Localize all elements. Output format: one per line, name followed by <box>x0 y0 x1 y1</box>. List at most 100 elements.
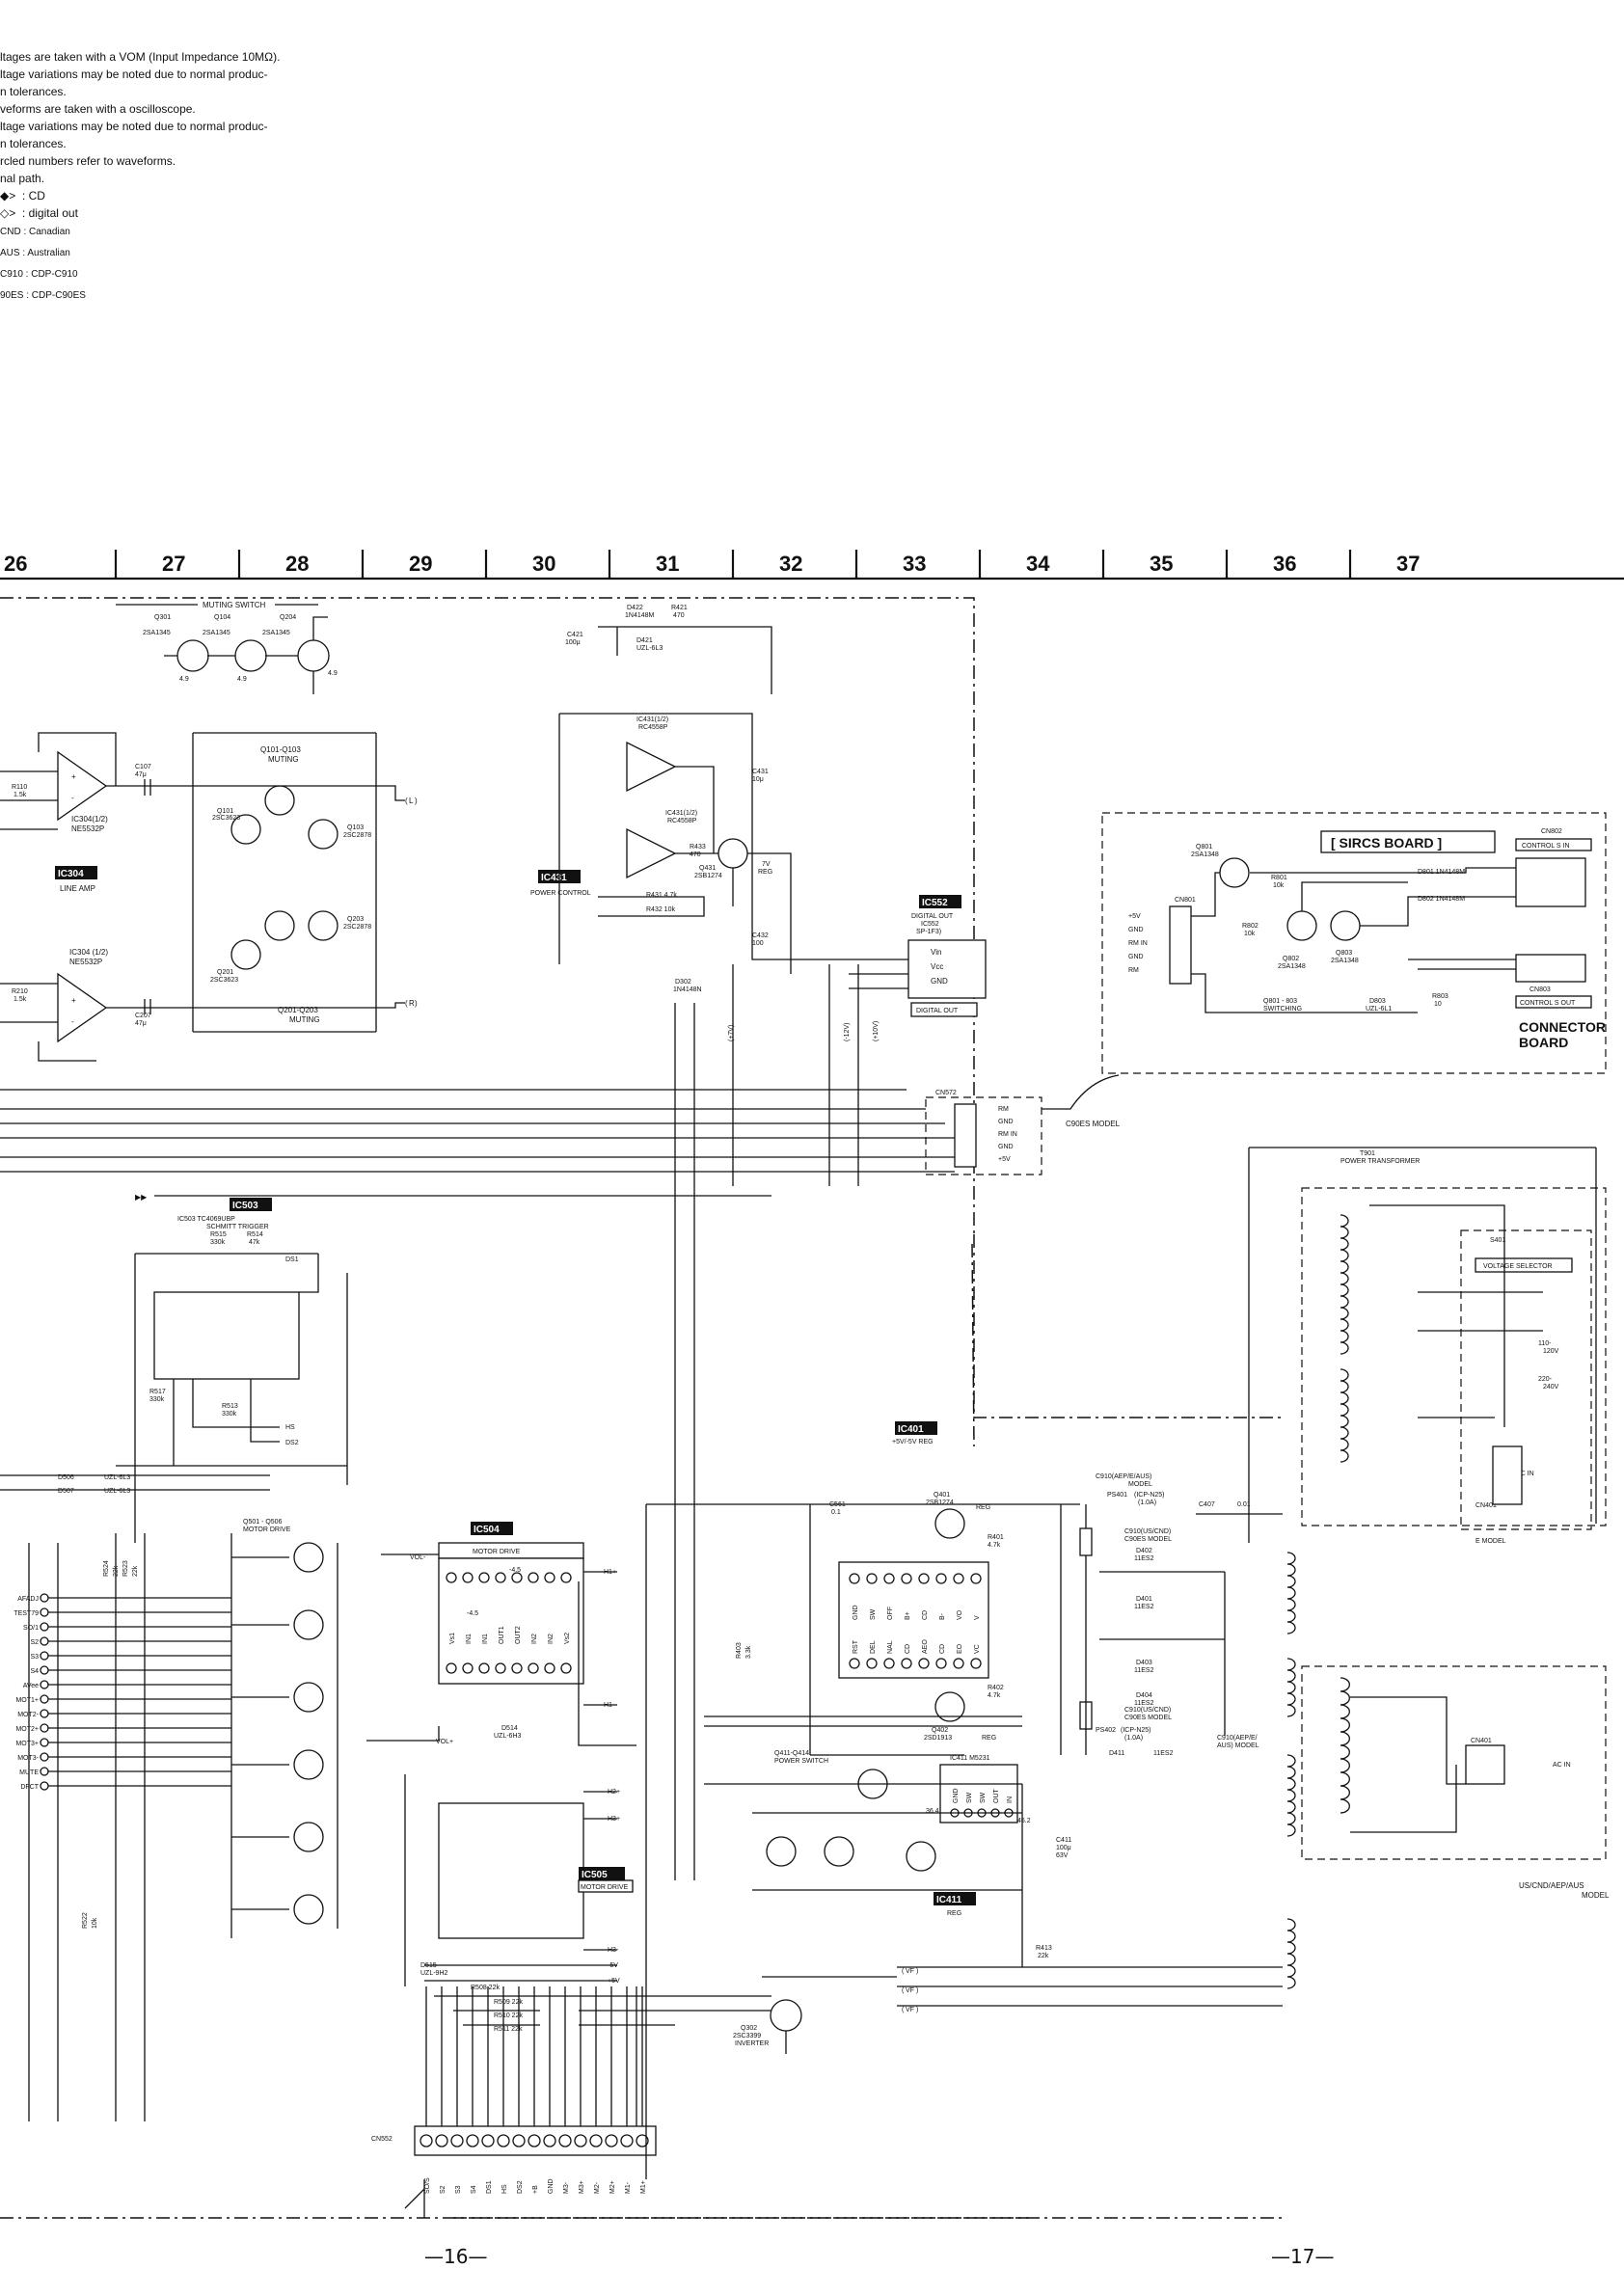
note-line: ltage variations may be noted due to nor… <box>0 68 268 81</box>
svg-text:UZL-6L1: UZL-6L1 <box>1366 1006 1392 1013</box>
ic401-pin <box>935 1658 947 1669</box>
svg-text:IC411: IC411 <box>936 1895 962 1905</box>
svg-text:Q201: Q201 <box>217 969 233 976</box>
ic304-chip-label <box>55 866 97 879</box>
ic401-pin <box>935 1573 947 1584</box>
ic401-pin-label: VC <box>974 1644 981 1654</box>
coil-turn <box>1340 1226 1349 1239</box>
ic401-pin <box>953 1658 964 1669</box>
svg-text:11ES2: 11ES2 <box>1134 1604 1154 1610</box>
transistor-q411 <box>766 1836 797 1867</box>
svg-text:C90ES MODEL: C90ES MODEL <box>1066 1120 1121 1128</box>
svg-text:LINE AMP: LINE AMP <box>60 884 95 893</box>
svg-text:Q302: Q302 <box>741 2025 757 2032</box>
c207-capacitor: C207 47μ <box>135 999 151 1027</box>
ic504-pin-label: IN1 <box>466 1634 473 1644</box>
svg-text:IC304(1/2): IC304(1/2) <box>71 815 108 824</box>
svg-text:CN401: CN401 <box>1471 1738 1492 1744</box>
ic504-pin <box>544 1662 555 1674</box>
svg-text:Q301: Q301 <box>154 614 171 621</box>
coil-turn <box>1340 1690 1350 1706</box>
svg-text:D403: D403 <box>1136 1660 1152 1666</box>
svg-text:C910(AEP/E/AUS): C910(AEP/E/AUS) <box>1096 1473 1151 1480</box>
coil-turn <box>1340 1307 1349 1320</box>
svg-text:R801: R801 <box>1271 875 1287 881</box>
ic401-pin <box>901 1573 912 1584</box>
svg-text:HS: HS <box>285 1424 295 1431</box>
svg-text:NE5532P: NE5532P <box>71 824 104 833</box>
ic401-pin-label: B- <box>939 1612 946 1620</box>
transistor-q412 <box>824 1836 854 1867</box>
cn552-pin <box>574 2134 587 2147</box>
pin-terminal <box>40 1709 49 1718</box>
svg-text:Vin: Vin <box>931 948 941 957</box>
note-line: n tolerances. <box>0 85 67 98</box>
cn552-pin-label: M2+ <box>609 2180 616 2194</box>
ic411-pin-label: SW <box>980 1792 987 1803</box>
ic401-pin-label: NAL <box>887 1640 894 1654</box>
svg-text:0.01: 0.01 <box>1237 1501 1251 1508</box>
svg-text:DS2: DS2 <box>285 1440 299 1446</box>
svg-text:10k: 10k <box>1244 931 1256 937</box>
svg-text:C411: C411 <box>1056 1837 1071 1844</box>
svg-text:-: - <box>71 794 74 802</box>
digital-arrow-icon: ◇> <box>0 206 22 220</box>
ic504-pin <box>478 1662 490 1674</box>
svg-text:IC503 TC4069UBP: IC503 TC4069UBP <box>177 1216 235 1223</box>
cn552-body <box>414 2125 657 2156</box>
svg-text:(ICP-N25): (ICP-N25) <box>1134 1492 1165 1499</box>
ic401-pin-label: VO <box>957 1609 963 1620</box>
svg-text:CN552: CN552 <box>371 2136 392 2143</box>
ic401-regulator: IC401 +5V/-5V REG GNDRSTSWDELOFFNALB+CDC… <box>645 1421 1080 2179</box>
pin-terminal <box>40 1781 49 1791</box>
pin-terminal <box>40 1767 49 1776</box>
cd-signal-arrow-icon: ▶▶ <box>135 1193 148 1202</box>
ic401-pin <box>849 1658 860 1669</box>
svg-text:Q431: Q431 <box>699 865 716 872</box>
transistor-q431 <box>717 838 748 869</box>
svg-text:T901: T901 <box>1360 1150 1375 1157</box>
transistor-q201 <box>230 939 261 970</box>
svg-text:DS1: DS1 <box>285 1256 299 1263</box>
coil-turn <box>1340 1249 1349 1262</box>
pin-label: AVee <box>23 1683 39 1689</box>
ic505-chip-label <box>579 1867 625 1880</box>
svg-text:REG: REG <box>982 1735 996 1742</box>
svg-text:R515: R515 <box>210 1231 227 1238</box>
secondary-coils <box>1286 1552 1296 1989</box>
page-number-right: —17— <box>1271 2245 1335 2268</box>
transistor-q204 <box>297 639 330 672</box>
transistor-q401 <box>934 1508 965 1539</box>
coil-turn <box>1340 1798 1350 1814</box>
svg-text:R210: R210 <box>12 988 28 995</box>
svg-text:MODEL: MODEL <box>1128 1481 1152 1488</box>
svg-text:(: ( <box>405 999 408 1008</box>
svg-text:MODEL: MODEL <box>1582 1891 1610 1900</box>
ic504-pin <box>560 1662 572 1674</box>
c107-capacitor: C107 47μ <box>135 764 151 796</box>
ic504-pin <box>560 1572 572 1583</box>
grid-number: 26 <box>4 552 27 576</box>
cn552-pin-label: GND <box>548 2178 555 2194</box>
grid-number: 37 <box>1396 552 1420 576</box>
svg-text:RC4558P: RC4558P <box>667 818 697 824</box>
transistor-q501 <box>293 1542 324 1573</box>
note-line-digital: ◇> : digital out <box>0 206 78 220</box>
ic504-pin <box>495 1572 506 1583</box>
svg-text:D507: D507 <box>58 1488 74 1495</box>
ic505-body <box>438 1802 584 1939</box>
coil-turn <box>1340 1449 1349 1463</box>
pin-label: S4 <box>30 1668 39 1675</box>
svg-text:Q201-Q203: Q201-Q203 <box>278 1006 318 1014</box>
ic401-pin-label: B+ <box>905 1611 911 1620</box>
svg-text:2SC2878: 2SC2878 <box>343 832 371 839</box>
svg-text:R110: R110 <box>12 784 27 791</box>
transistor-q102 <box>264 785 295 816</box>
cn552-pin-label: M1- <box>625 2181 632 2194</box>
svg-text:UZL-9H2: UZL-9H2 <box>420 1970 448 1977</box>
svg-text:1.5k: 1.5k <box>14 792 27 798</box>
coil-turn <box>1286 1800 1296 1814</box>
cn552-pin <box>558 2134 572 2147</box>
svg-text:-4.5: -4.5 <box>467 1610 478 1617</box>
